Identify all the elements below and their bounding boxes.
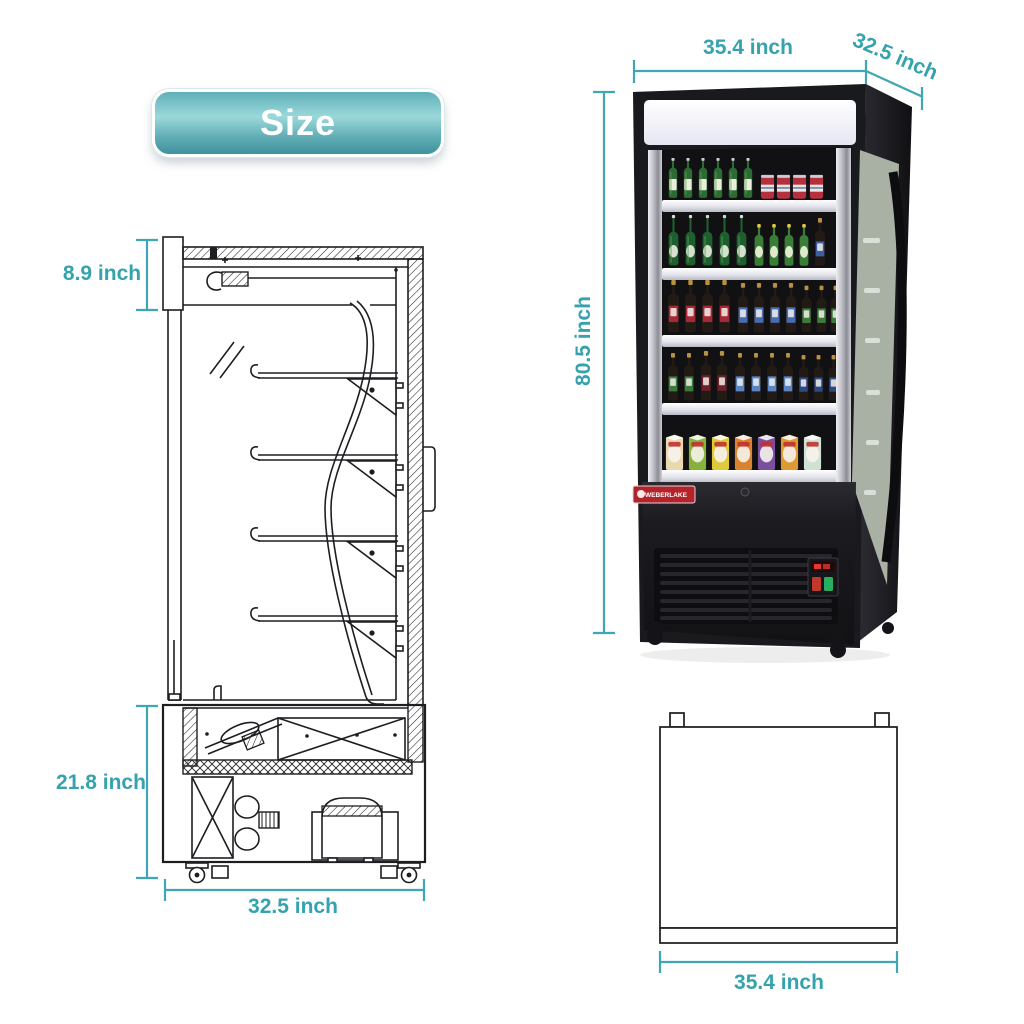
floor-and-rod — [168, 640, 396, 701]
dim-label-8-9: 8.9 inch — [63, 262, 141, 285]
outline-base-strip — [659, 927, 898, 944]
power-switch-red — [812, 577, 821, 591]
shelf-strip-4 — [662, 403, 838, 415]
brand-badge: WEBERLAKE — [632, 485, 696, 504]
shelf-strips — [654, 200, 846, 483]
right-rail — [836, 148, 851, 482]
side-glass-reflections — [863, 238, 880, 495]
base-vent — [654, 548, 838, 624]
air-duct-curve — [324, 300, 384, 705]
products-row-5-cartons — [665, 434, 822, 470]
shelf-strip-2 — [662, 268, 838, 280]
brand-logo-icon — [637, 490, 645, 498]
dimension-bottom-section-height: 21.8 inch — [56, 704, 158, 880]
shelf-strip-1 — [662, 200, 838, 212]
dimension-front-width: 35.4 inch — [658, 951, 899, 994]
shelf-2 — [250, 446, 404, 499]
shelf-1 — [250, 364, 404, 417]
cooler-photo: WEBERLAKE — [632, 84, 912, 663]
floor-shadow — [640, 647, 890, 663]
left-rail — [648, 150, 662, 482]
shelves — [250, 364, 404, 660]
dimension-top-section-height: 8.9 inch — [63, 238, 158, 312]
drain-pan-fan — [204, 717, 283, 755]
compressor — [311, 797, 399, 863]
dimension-photo-height: 80.5 inch — [572, 90, 615, 635]
size-badge: Size — [152, 89, 444, 157]
dim-label-32-5-depth: 32.5 inch — [849, 28, 941, 84]
dim-label-32-5-side: 32.5 inch — [248, 895, 338, 918]
photo-casters — [647, 622, 894, 658]
side-door-handle — [881, 171, 907, 563]
casters — [185, 862, 421, 884]
outline-body — [659, 726, 898, 929]
canopy-section — [162, 236, 424, 311]
lock-keyhole — [740, 487, 750, 497]
glass-reflection-marks — [209, 341, 245, 379]
control-panel — [807, 557, 839, 597]
shelf-strip-5 — [654, 470, 846, 483]
outline-tab-left — [669, 712, 685, 728]
front-glass — [167, 310, 245, 701]
dim-label-35-4-bottom: 35.4 inch — [734, 971, 824, 994]
rear-handle — [423, 446, 436, 512]
side-section-drawing — [161, 236, 436, 884]
outline-tab-right — [874, 712, 890, 728]
power-switch-green — [824, 577, 833, 591]
condenser-fan — [234, 795, 280, 851]
shelf-strip-3 — [662, 335, 838, 347]
dim-label-80-5: 80.5 inch — [572, 296, 595, 386]
shelf-4 — [250, 607, 404, 660]
dim-label-35-4-top: 35.4 inch — [703, 36, 793, 59]
dimension-side-depth: 32.5 inch — [163, 879, 426, 918]
dim-label-21-8: 21.8 inch — [56, 771, 146, 794]
size-badge-label: Size — [259, 102, 337, 143]
front-outline-drawing — [659, 712, 898, 944]
dimension-photo-width: 35.4 inch — [632, 36, 868, 84]
shelf-3 — [250, 527, 404, 580]
brand-badge-label: WEBERLAKE — [645, 492, 688, 499]
bottom-cabinet — [161, 703, 427, 884]
cross-braced-panel — [205, 717, 406, 761]
header-lightbox — [644, 100, 856, 145]
side-glass-panel — [852, 150, 899, 585]
back-wall — [395, 258, 436, 706]
condenser-coil — [191, 776, 234, 859]
